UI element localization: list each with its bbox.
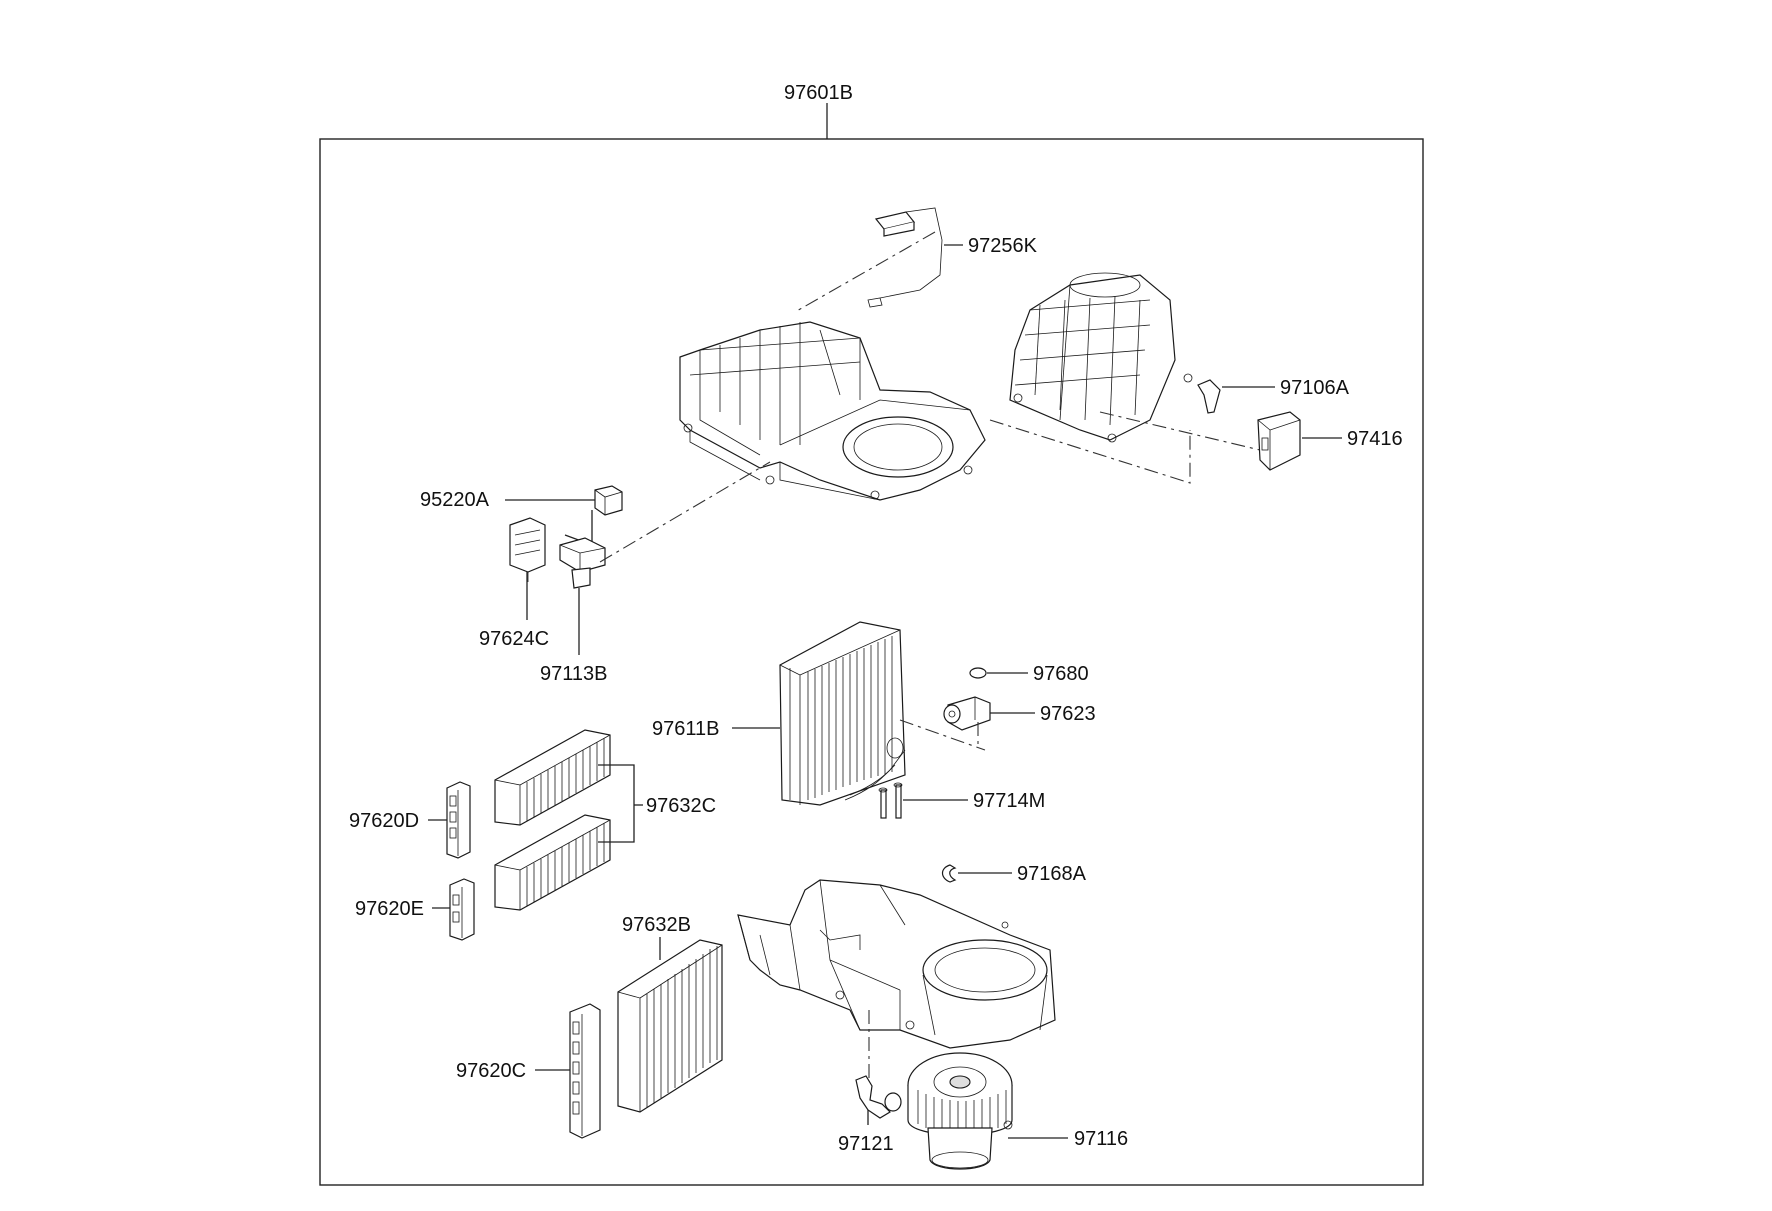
part-97680-oring[interactable] — [969, 667, 987, 679]
part-97620D-cover[interactable] — [446, 781, 471, 859]
part-97620C-cover[interactable] — [569, 1003, 601, 1139]
part-lower-blower-case[interactable] — [737, 879, 1056, 1049]
filter-upper-pleats — [526, 738, 605, 821]
filter-97632B-pleats — [646, 946, 718, 1108]
label-97620D[interactable]: 97620D — [349, 810, 419, 832]
label-97106A[interactable]: 97106A — [1280, 377, 1350, 399]
part-97256K-wire-harness[interactable] — [867, 207, 943, 308]
label-97611B[interactable]: 97611B — [652, 718, 719, 740]
label-97116[interactable]: 97116 — [1074, 1128, 1128, 1150]
part-intake-housing[interactable] — [1009, 272, 1176, 443]
label-97632B[interactable]: 97632B — [622, 914, 691, 936]
part-upper-case[interactable] — [679, 321, 986, 501]
label-97168A[interactable]: 97168A — [1017, 863, 1087, 885]
part-97116-blower-motor[interactable] — [907, 1052, 1013, 1170]
label-97121[interactable]: 97121 — [838, 1133, 894, 1155]
evaporator-fins — [807, 636, 893, 800]
part-97121-connector[interactable] — [855, 1075, 902, 1119]
label-97416[interactable]: 97416 — [1347, 428, 1403, 450]
part-97168A-clip[interactable] — [941, 864, 957, 883]
filter-lower-pleats — [526, 823, 605, 906]
part-95220A-relay[interactable] — [594, 485, 623, 516]
part-97632C-filter-upper[interactable] — [494, 729, 611, 826]
part-97416-actuator[interactable] — [1257, 411, 1301, 471]
label-97714M[interactable]: 97714M — [973, 790, 1045, 812]
part-97714M-pipes[interactable] — [878, 782, 903, 819]
blower-wheel-blades — [917, 1090, 1007, 1135]
part-97106A-lever[interactable] — [1183, 373, 1221, 414]
part-97113B-module[interactable] — [559, 537, 606, 589]
label-97256K[interactable]: 97256K — [968, 235, 1038, 257]
part-97623-expansion-valve[interactable] — [943, 696, 991, 731]
label-97113B[interactable]: 97113B — [540, 663, 607, 685]
part-97632B-filter[interactable] — [617, 939, 723, 1113]
label-97620E[interactable]: 97620E — [355, 898, 424, 920]
label-97620C[interactable]: 97620C — [456, 1060, 526, 1082]
label-95220A[interactable]: 95220A — [420, 489, 490, 511]
part-97620E-cover[interactable] — [449, 878, 475, 941]
part-97632C-filter-lower[interactable] — [494, 814, 611, 911]
part-97611B-evaporator[interactable] — [779, 621, 906, 806]
label-97624C[interactable]: 97624C — [479, 628, 549, 650]
part-97624C-resistor[interactable] — [509, 517, 546, 582]
label-assembly[interactable]: 97601B — [784, 82, 853, 104]
label-97623[interactable]: 97623 — [1040, 703, 1096, 725]
assembly-frame — [319, 138, 1424, 1186]
label-97632C[interactable]: 97632C — [646, 795, 716, 817]
label-97680[interactable]: 97680 — [1033, 663, 1089, 685]
